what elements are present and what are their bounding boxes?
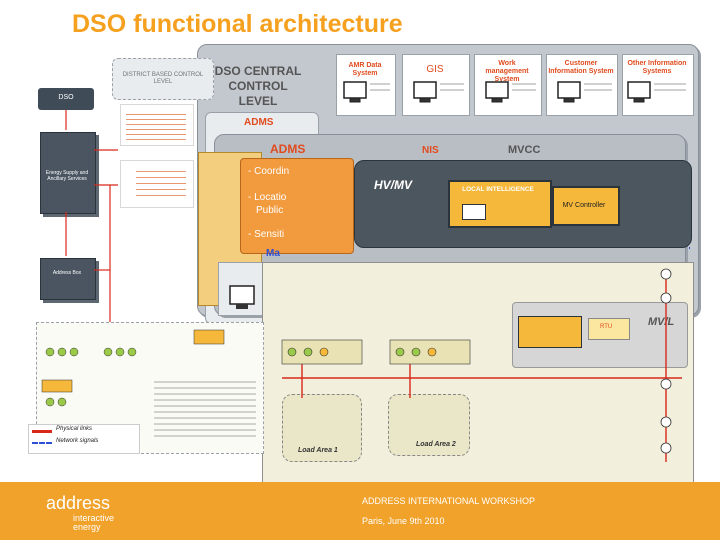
coordination-panel [240,158,354,254]
legend-physical-swatch [32,430,52,433]
district-devices [41,329,256,437]
system-wm-label: Work management System [485,60,529,83]
mv-controller-box [552,186,620,226]
footer-bar [0,482,720,540]
left-card-text: Energy Supply and Ancillary Services [45,170,89,182]
coordination-text: - Coordin [248,166,290,177]
district-header-frame [112,58,214,100]
mvl-label: MV/L [648,316,675,328]
system-cis [546,54,618,116]
slide-title: DSO functional architecture [72,10,403,38]
li-small-box [518,316,582,348]
system-gis-label: GIS [426,64,444,75]
legend-signal-label: Network signals [56,438,99,444]
legend-signal-swatch [32,442,52,444]
footer-date: Paris, June 9th 2010 [362,516,445,526]
rtu-label: RTU [600,324,613,330]
footer-brand-sub: interactive energy [73,514,143,532]
mvcc-label: MVCC [508,144,541,156]
local-intel-icon [462,204,486,220]
central-line-1: DSO CENTRAL [214,64,302,78]
load-area-1-box [282,394,362,462]
dso-box [38,88,94,110]
legend [28,424,140,454]
location-text-2: Public [256,205,284,216]
system-other-label: Other Information Systems [627,60,687,75]
adms-big-label: ADMS [270,142,306,156]
sensitivity-text: - Sensiti [248,229,285,240]
system-amr-label: AMR Data System [348,62,382,77]
left-card-text-2: Address Box [52,270,82,276]
central-line-2: CONTROL [228,79,288,93]
adms-small-label: ADMS [244,117,274,128]
district-panel-lines-2 [136,166,186,200]
rtu-box [588,318,630,340]
market-text: Ma [266,248,280,259]
district-panel-lines-1 [126,110,186,140]
computer-icons [343,81,686,103]
dso-label: DSO [58,94,74,101]
load-area-2-label: Load Area 2 [416,441,456,448]
location-text-1: - Locatio [248,192,287,203]
central-control-title: DSO CENTRAL CONTROL LEVEL [210,64,306,109]
manager-computer-icon [229,285,255,309]
left-card-stack-2 [40,258,96,300]
mv-controller-label: MV Controller [562,202,606,209]
load-area-2-box [388,394,470,456]
footer-brand-sub-2: energy [73,522,101,532]
footer-brand: address [46,493,111,513]
hvmv-label: HV/MV [374,178,413,192]
footer-brand-sub-1: interactive [73,513,115,523]
footer-workshop: ADDRESS INTERNATIONAL WORKSHOP [362,496,536,506]
left-card-stack [40,132,96,214]
nis-label: NIS [422,145,439,156]
district-level-label: DISTRICT BASED CONTROL LEVEL [122,72,204,85]
local-intelligence-box [448,180,552,228]
network-lines [281,268,682,462]
system-cis-label: Customer Information System [548,60,614,75]
load-area-1-label: Load Area 1 [298,447,338,454]
legend-physical-label: Physical links [56,426,93,432]
local-intelligence-label: LOCAL INTELLIGENCE [462,186,534,193]
central-line-3: LEVEL [238,94,278,108]
